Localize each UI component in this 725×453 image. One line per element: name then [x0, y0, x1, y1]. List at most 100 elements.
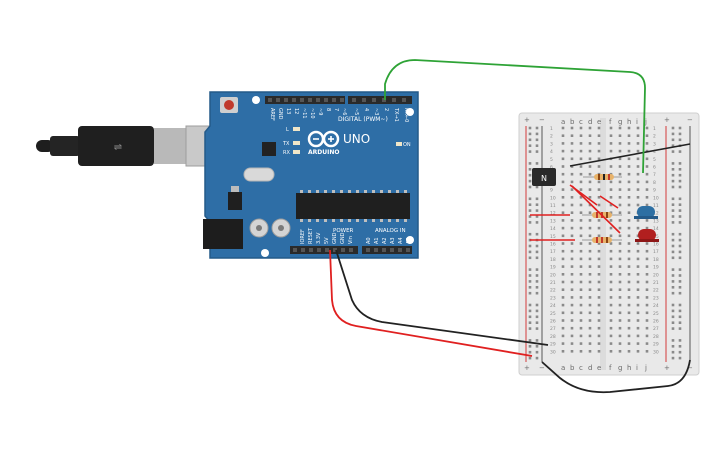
breadboard-hole[interactable]	[561, 242, 565, 245]
rail-hole[interactable]	[678, 168, 682, 171]
rail-hole[interactable]	[671, 138, 675, 142]
breadboard-hole[interactable]	[645, 326, 649, 330]
rail-hole[interactable]	[671, 350, 675, 354]
rail-hole[interactable]	[671, 250, 675, 254]
header-pin-hole[interactable]	[398, 248, 402, 252]
rail-hole[interactable]	[528, 197, 532, 201]
breadboard-hole[interactable]	[579, 249, 583, 253]
rail-hole[interactable]	[535, 356, 539, 360]
breadboard-hole[interactable]	[579, 288, 583, 291]
breadboard-hole[interactable]	[579, 211, 583, 214]
rail-hole[interactable]	[528, 350, 532, 354]
breadboard-hole[interactable]	[618, 288, 622, 291]
breadboard-hole[interactable]	[627, 319, 631, 322]
rail-hole[interactable]	[671, 162, 675, 165]
header-pin-hole[interactable]	[366, 248, 370, 252]
breadboard-hole[interactable]	[597, 149, 601, 153]
breadboard-hole[interactable]	[636, 226, 640, 230]
breadboard-hole[interactable]	[636, 149, 640, 153]
breadboard-hole[interactable]	[636, 257, 640, 261]
blue-led[interactable]	[634, 206, 658, 219]
breadboard-hole[interactable]	[579, 311, 583, 315]
breadboard-hole[interactable]	[609, 196, 613, 199]
breadboard-hole[interactable]	[570, 172, 574, 176]
rail-hole[interactable]	[528, 321, 532, 324]
rail-hole[interactable]	[678, 280, 682, 283]
rail-hole[interactable]	[678, 303, 682, 307]
breadboard-hole[interactable]	[561, 350, 565, 353]
breadboard-hole[interactable]	[609, 326, 613, 330]
breadboard-hole[interactable]	[645, 273, 649, 276]
breadboard-hole[interactable]	[597, 350, 601, 353]
resistor-3[interactable]	[582, 237, 622, 243]
header-pin-hole[interactable]	[316, 98, 320, 102]
breadboard-hole[interactable]	[588, 149, 592, 153]
rail-hole[interactable]	[678, 339, 682, 342]
breadboard-hole[interactable]	[570, 350, 574, 353]
breadboard-hole[interactable]	[636, 134, 640, 137]
breadboard-hole[interactable]	[627, 296, 631, 299]
rail-hole[interactable]	[535, 345, 539, 348]
breadboard-hole[interactable]	[579, 219, 583, 222]
breadboard-hole[interactable]	[588, 180, 592, 184]
rail-hole[interactable]	[528, 132, 532, 136]
breadboard-hole[interactable]	[570, 157, 574, 161]
breadboard-hole[interactable]	[588, 219, 592, 222]
rail-hole[interactable]	[528, 315, 532, 319]
breadboard-hole[interactable]	[579, 157, 583, 161]
rail-hole[interactable]	[528, 144, 532, 147]
jumper-red[interactable]	[599, 195, 619, 209]
breadboard-hole[interactable]	[618, 142, 622, 145]
breadboard-hole[interactable]	[597, 311, 601, 315]
breadboard-hole[interactable]	[609, 273, 613, 276]
breadboard-hole[interactable]	[645, 180, 649, 184]
header-pin-hole[interactable]	[324, 98, 328, 102]
breadboard-hole[interactable]	[645, 296, 649, 299]
breadboard-hole[interactable]	[570, 326, 574, 330]
breadboard-hole[interactable]	[609, 319, 613, 322]
rail-hole[interactable]	[528, 138, 532, 142]
breadboard-hole[interactable]	[588, 188, 592, 191]
breadboard-hole[interactable]	[579, 242, 583, 245]
breadboard-hole[interactable]	[636, 273, 640, 276]
rail-hole[interactable]	[671, 232, 675, 236]
rail-hole[interactable]	[678, 350, 682, 354]
breadboard-hole[interactable]	[618, 249, 622, 253]
rail-hole[interactable]	[528, 232, 532, 236]
rail-hole[interactable]	[678, 197, 682, 201]
rail-hole[interactable]	[671, 185, 675, 189]
breadboard-hole[interactable]	[588, 134, 592, 137]
breadboard-hole[interactable]	[636, 280, 640, 284]
breadboard-hole[interactable]	[636, 188, 640, 191]
breadboard-hole[interactable]	[588, 265, 592, 268]
breadboard-hole[interactable]	[579, 296, 583, 299]
breadboard-hole[interactable]	[588, 249, 592, 253]
rail-hole[interactable]	[671, 286, 675, 289]
breadboard-hole[interactable]	[618, 242, 622, 245]
breadboard-hole[interactable]	[570, 188, 574, 191]
rail-hole[interactable]	[528, 356, 532, 360]
breadboard-hole[interactable]	[609, 219, 613, 222]
rail-hole[interactable]	[671, 315, 675, 319]
rail-hole[interactable]	[528, 221, 532, 224]
breadboard-hole[interactable]	[645, 134, 649, 137]
breadboard-hole[interactable]	[570, 211, 574, 214]
breadboard-hole[interactable]	[636, 296, 640, 299]
header-pin-hole[interactable]	[352, 98, 356, 102]
rail-hole[interactable]	[671, 345, 675, 348]
breadboard-hole[interactable]	[561, 296, 565, 299]
rail-hole[interactable]	[671, 291, 675, 295]
rail-hole[interactable]	[678, 185, 682, 189]
rail-hole[interactable]	[678, 274, 682, 277]
rail-hole[interactable]	[678, 321, 682, 324]
breadboard-hole[interactable]	[597, 319, 601, 322]
breadboard-hole[interactable]	[579, 342, 583, 345]
power-jack[interactable]	[203, 219, 243, 249]
rail-hole[interactable]	[678, 244, 682, 248]
breadboard-hole[interactable]	[570, 296, 574, 299]
breadboard-hole[interactable]	[579, 172, 583, 176]
breadboard-hole[interactable]	[618, 280, 622, 284]
breadboard-hole[interactable]	[645, 165, 649, 168]
rail-hole[interactable]	[671, 244, 675, 248]
